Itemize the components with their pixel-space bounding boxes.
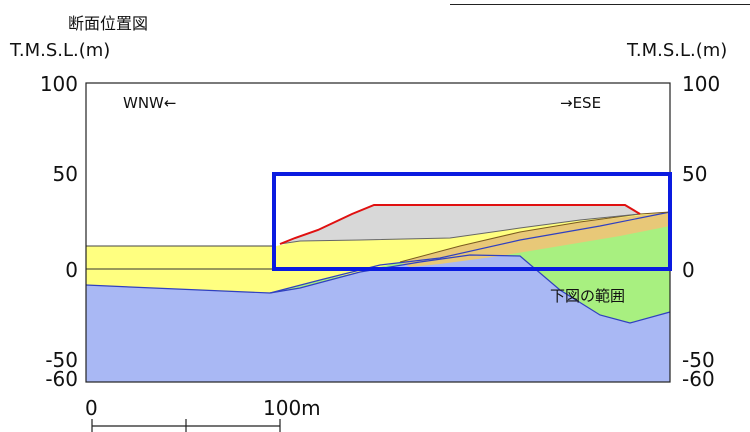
right-axis-unit: T.M.S.L.(m) (627, 40, 728, 61)
direction-east-label: →ESE (560, 94, 602, 112)
tan-boundary (399, 211, 671, 263)
right-tick-0: 0 (682, 258, 695, 282)
direction-west-label: WNW← (123, 94, 177, 112)
right-tick-minus60: -60 (682, 367, 715, 391)
embankment-outline (279, 204, 641, 245)
right-tick-100: 100 (682, 72, 721, 96)
highlight-range-box (272, 172, 672, 271)
left-tick-0: 0 (65, 258, 78, 282)
page-title: 断面位置図 (68, 14, 149, 33)
left-tick-50: 50 (52, 162, 78, 186)
right-tick-minus50: -50 (682, 348, 715, 372)
left-tick-minus60: -60 (45, 367, 78, 391)
scale-bar (91, 419, 281, 432)
left-tick-minus50: -50 (45, 348, 78, 372)
left-tick-100: 100 (39, 72, 78, 96)
scale-start-label: 0 (85, 396, 98, 420)
embankment-base-line (279, 213, 641, 245)
bedrock-boundary (85, 254, 671, 324)
top-rule (450, 4, 750, 5)
scale-end-label: 100m (263, 396, 321, 420)
right-tick-50: 50 (682, 162, 708, 186)
blue-layer-boundary (269, 211, 671, 294)
yellow-layer (86, 212, 670, 293)
gray-embankment (280, 205, 640, 244)
blue-layer (86, 255, 670, 382)
left-axis-unit: T.M.S.L.(m) (10, 40, 111, 61)
range-note-label: 下図の範囲 (550, 287, 626, 305)
